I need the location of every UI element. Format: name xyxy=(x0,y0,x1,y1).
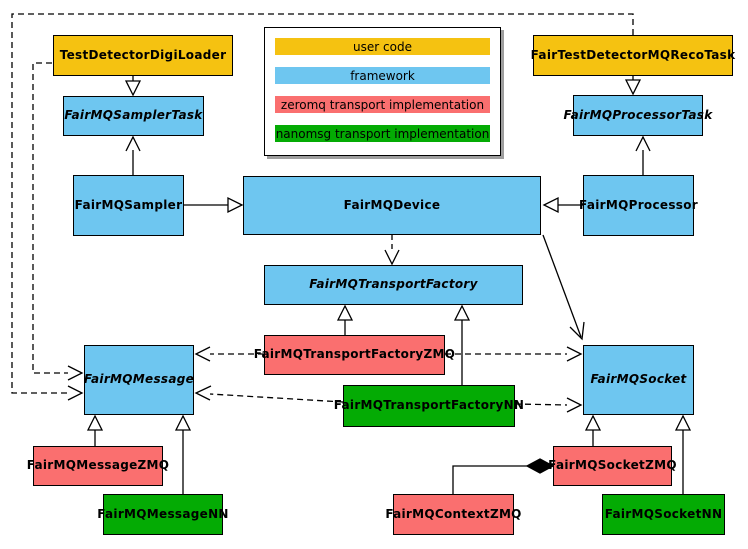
edge-device-factory xyxy=(384,235,400,266)
node-fairmqsocketzmq: FairMQSocketZMQ xyxy=(548,446,677,486)
edge-contextzmq-socketzmq xyxy=(452,458,555,494)
edge-messagenn-message xyxy=(174,414,192,494)
edge-factoryzmq-message xyxy=(194,346,264,362)
legend-item-framework: framework xyxy=(275,67,490,84)
node-fairmqprocessortask: FairMQProcessorTask xyxy=(563,95,712,136)
node-fairtestdetectormqrecotask: FairTestDetectorMQRecoTask xyxy=(531,35,735,76)
node-fairmqmessage: FairMQMessage xyxy=(84,345,194,415)
node-fairmqtransportfactorynn: FairMQTransportFactoryNN xyxy=(334,385,524,427)
edge-recotask-processortask xyxy=(624,76,642,96)
edge-processor-processortask xyxy=(635,135,651,175)
edge-sampler-samplertask xyxy=(125,135,141,175)
node-fairmqtransportfactoryzmq: FairMQTransportFactoryZMQ xyxy=(254,335,455,375)
edge-factorynn-message xyxy=(194,385,344,403)
node-fairmqsampler: FairMQSampler xyxy=(73,175,184,236)
node-testdetectordigiloader: TestDetectorDigiLoader xyxy=(53,35,233,76)
legend: user code framework zeromq transport imp… xyxy=(264,27,501,156)
edge-factorynn-socket xyxy=(514,397,583,413)
edge-socketnn-socket xyxy=(674,414,692,494)
edge-factorynn-factory xyxy=(453,304,471,385)
edge-messagezmq-message xyxy=(86,414,104,446)
legend-item-nanomsg: nanomsg transport implementation xyxy=(275,125,490,142)
legend-item-zeromq: zeromq transport implementation xyxy=(275,96,490,113)
edge-device-socket xyxy=(542,234,585,341)
edge-loader-samplertask xyxy=(124,76,142,97)
edge-processor-device xyxy=(542,196,583,214)
edge-factoryzmq-factory xyxy=(336,304,354,335)
edge-recotask-message xyxy=(11,13,634,401)
node-fairmqmessagenn: FairMQMessageNN xyxy=(97,494,228,535)
edge-sampler-device xyxy=(184,196,244,214)
legend-item-user-code: user code xyxy=(275,38,490,55)
node-fairmqsamplertask: FairMQSamplerTask xyxy=(63,96,204,136)
edge-loader-message xyxy=(32,62,84,381)
node-fairmqtransportfactory: FairMQTransportFactory xyxy=(264,265,523,305)
node-fairmqdevice: FairMQDevice xyxy=(243,176,541,235)
edge-factoryzmq-socket xyxy=(445,346,583,362)
node-fairmqprocessor: FairMQProcessor xyxy=(579,175,698,236)
node-fairmqmessagezmq: FairMQMessageZMQ xyxy=(27,446,169,486)
node-fairmqsocketnn: FairMQSocketNN xyxy=(602,494,725,535)
node-fairmqcontextzmq: FairMQContextZMQ xyxy=(385,494,521,535)
node-fairmqsocket: FairMQSocket xyxy=(583,345,694,415)
edge-socketzmq-socket xyxy=(584,414,602,446)
